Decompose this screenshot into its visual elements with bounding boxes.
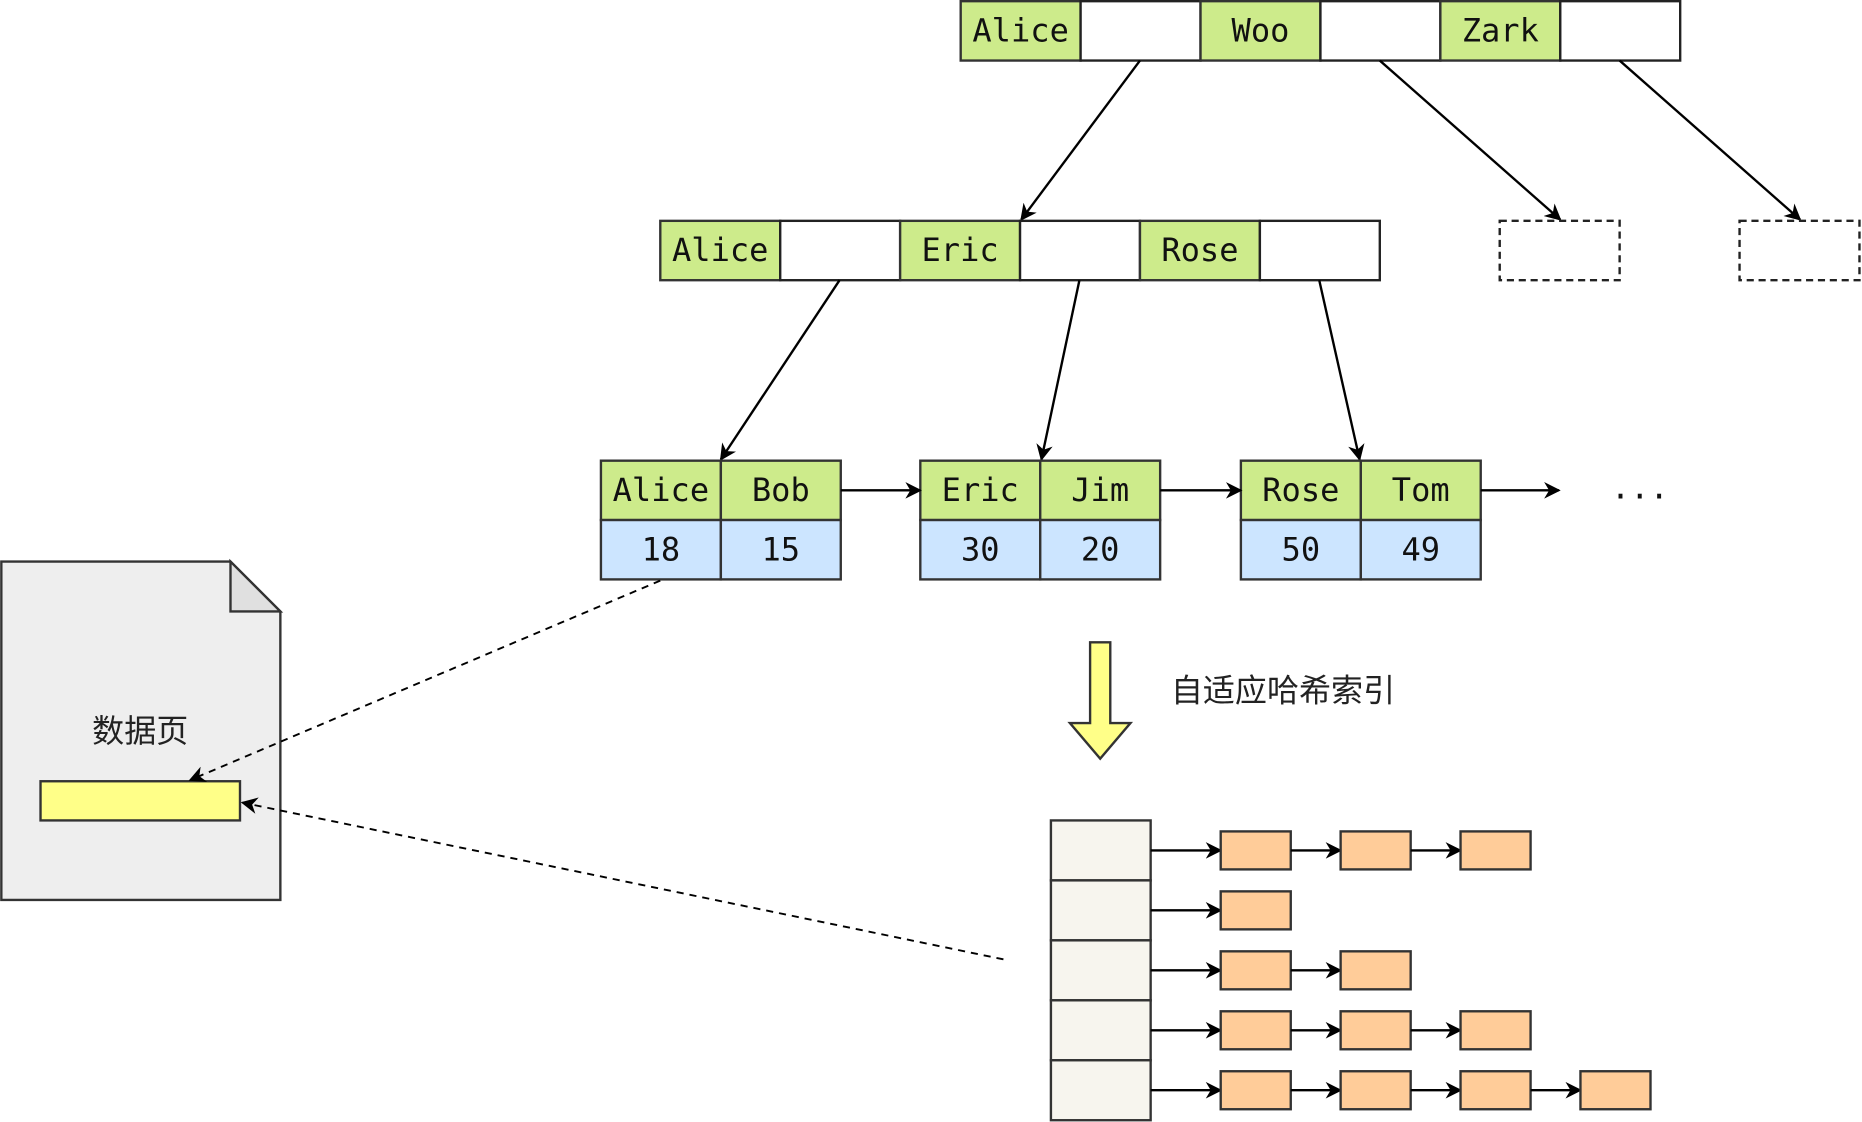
leaf-value-label: 18 [642,530,681,568]
internal-pointer-cell [1258,219,1381,282]
hash-entry [1339,1070,1412,1111]
hash-bucket [1049,819,1152,882]
internal-to-leaf-edge [719,279,841,461]
data-page: 数据页 [0,558,284,902]
hash-entry [1579,1070,1652,1111]
internal-key-cell [898,219,1022,282]
root-key-cell [1199,0,1322,62]
leaf-key-label: Rose [1262,471,1339,509]
leaf-value-label: 49 [1401,530,1440,568]
root-key-cell [959,0,1082,62]
root-node: Alice Woo Zark [959,0,1682,62]
leaf-key-cell [1359,459,1482,522]
placeholder-node [1738,219,1861,282]
leaf-value-cell [1039,518,1162,581]
internal-key-label: Rose [1161,231,1238,269]
hash-entry [1219,830,1292,871]
hash-entry [1339,950,1412,991]
root-to-placeholder-edge [1379,59,1562,221]
root-to-placeholder-edge [1618,59,1802,221]
root-to-internal-edge [1020,59,1141,221]
internal-key-label: Alice [672,231,768,269]
hash-bucket [1049,939,1152,1002]
internal-key-label: Eric [921,231,998,269]
hash-entry [1219,1070,1292,1111]
hash-entry [1219,1010,1292,1051]
hash-table [1049,819,1652,1122]
root-pointer-cell [1559,0,1682,62]
hash-entry [1459,830,1532,871]
hash-entry [1459,1010,1532,1051]
internal-to-leaf-edge [1318,279,1365,462]
leaf-value-cell [719,518,842,581]
hash-entry [1339,830,1412,871]
leaf-key-label: Tom [1392,471,1450,509]
leaf-node: Eric Jim 30 20 [919,459,1162,581]
leaf-value-cell [919,518,1042,581]
leaf-key-cell [1039,459,1162,522]
hash-bucket [1049,1059,1152,1122]
internal-pointer-cell [779,219,902,282]
root-key-label: Woo [1232,12,1290,50]
hash-entry [1219,890,1292,931]
transform-arrow-icon [1067,641,1134,761]
leaf-value-label: 20 [1081,530,1120,568]
hash-to-record-pointer [240,797,1004,961]
hash-bucket [1049,999,1152,1062]
leaf-key-label: Jim [1071,471,1129,509]
leaf-key-label: Bob [752,471,810,509]
ellipsis-label: ... [1611,469,1669,507]
hash-entry [1339,1010,1412,1051]
leaf-node: Alice Bob 18 15 [599,459,842,581]
placeholder-node [1498,219,1621,282]
root-key-label: Zark [1462,12,1539,50]
internal-node: Alice Eric Rose [659,219,1381,282]
internal-to-leaf-edge [1036,279,1081,462]
transform-label: 自适应哈希索引 [1171,672,1395,710]
leaf-value-label: 50 [1282,530,1321,568]
leaf-to-record-pointer [188,579,661,782]
root-key-label: Alice [972,12,1068,50]
hash-entry [1219,950,1292,991]
internal-pointer-cell [1018,219,1142,282]
root-pointer-cell [1079,0,1202,62]
leaf-node: Rose Tom 50 49 [1239,459,1482,581]
leaf-key-cell [719,459,842,522]
data-page-label: 数据页 [92,712,188,750]
hash-bucket [1049,879,1152,942]
leaf-value-label: 15 [762,530,801,568]
leaf-value-cell [1359,518,1482,581]
leaf-key-label: Eric [942,471,1019,509]
leaf-value-cell [1239,518,1362,581]
internal-key-cell [1138,219,1262,282]
leaf-value-label: 30 [961,530,1000,568]
leaf-key-label: Alice [613,471,709,509]
leaf-value-cell [599,518,723,581]
root-key-cell [1439,0,1562,62]
page-fold-corner [229,558,284,613]
data-record [39,780,242,822]
root-pointer-cell [1319,0,1442,62]
hash-entry [1459,1070,1532,1111]
